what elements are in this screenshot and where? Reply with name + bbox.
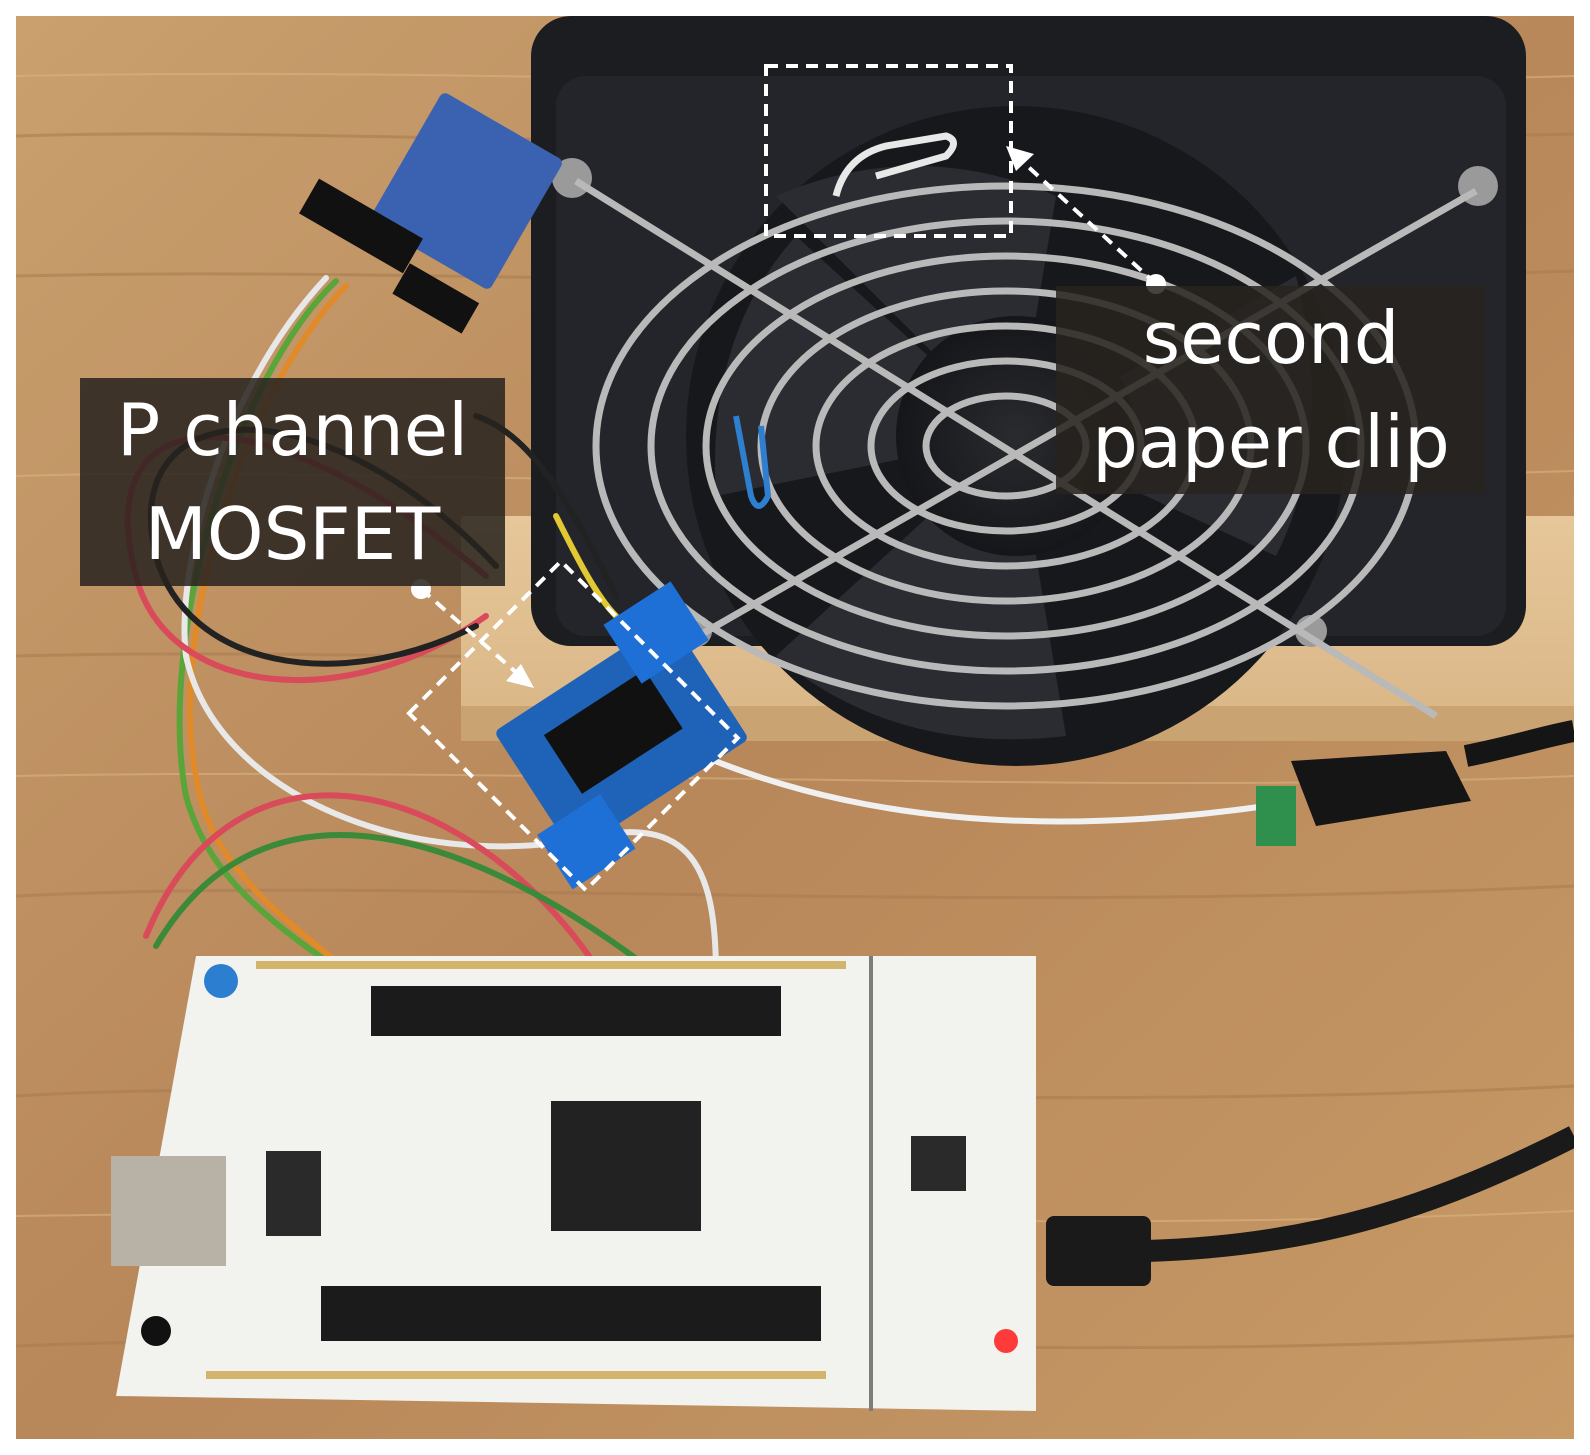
arrowhead-paper-clip	[1006, 146, 1034, 171]
callout-label-paper-clip: second paper clip	[1056, 286, 1486, 494]
board-ethernet-jack	[111, 1156, 226, 1266]
board-status-led	[994, 1329, 1018, 1353]
board-reset-button	[141, 1316, 171, 1346]
board-user-button	[204, 964, 238, 998]
callout-box-mosfet	[406, 558, 741, 893]
callout-label-paper-clip-line2: paper clip	[1092, 400, 1450, 484]
usb-cable	[1046, 1126, 1574, 1286]
development-board	[111, 956, 1036, 1411]
board-header-bottom	[321, 1286, 821, 1341]
board-chip-small	[266, 1151, 321, 1236]
photograph	[16, 16, 1574, 1439]
board-microcontroller	[551, 1101, 701, 1231]
board-chip-right	[911, 1136, 966, 1191]
board-pin-dots	[206, 961, 846, 1379]
callout-label-mosfet-line2: MOSFET	[144, 492, 441, 576]
callout-label-mosfet: P channel MOSFET	[80, 378, 505, 586]
arrowhead-mosfet	[506, 664, 534, 688]
callout-label-mosfet-line1: P channel	[116, 388, 469, 472]
callout-arrow-mosfet	[419, 587, 528, 683]
dc-power-jack	[1256, 720, 1574, 846]
mosfet-module	[496, 581, 747, 890]
paper-clip-second	[832, 132, 957, 197]
paper-clip-first	[733, 415, 772, 509]
callout-arrow-paper-clip	[1009, 149, 1158, 286]
sensor-module	[299, 93, 562, 334]
callout-label-paper-clip-line1: second	[1142, 296, 1400, 380]
board-header-top	[371, 986, 781, 1036]
